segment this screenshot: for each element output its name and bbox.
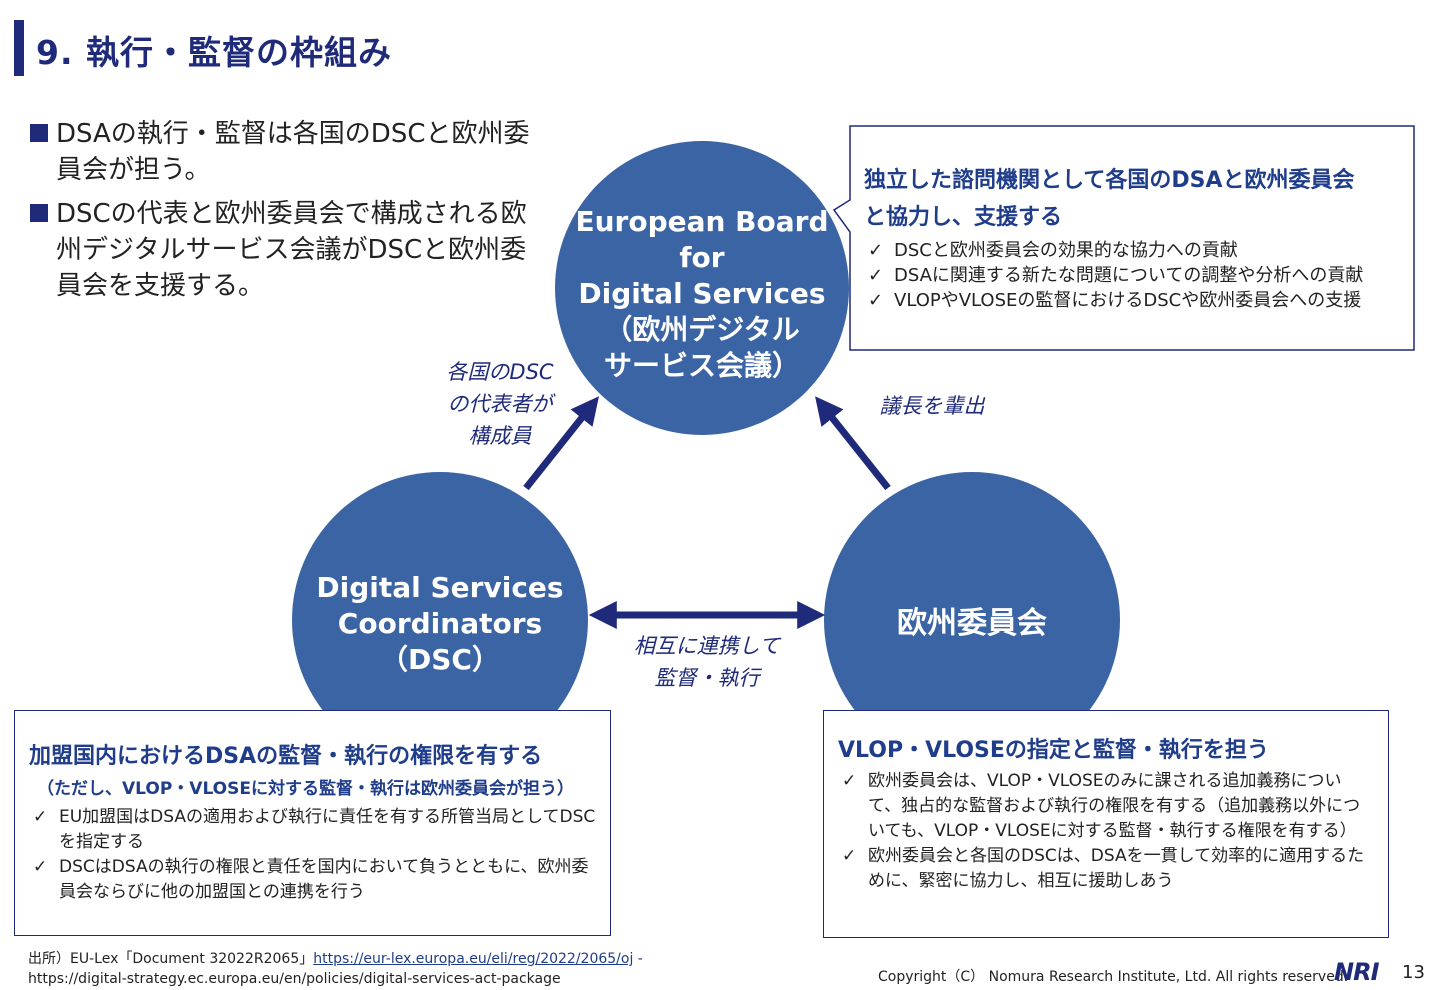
square-bullet-icon <box>30 124 48 142</box>
dsc-node-label: Digital Services Coordinators （DSC） <box>310 570 570 678</box>
list-item-text: VLOPやVLOSEの監督におけるDSCや欧州委員会への支援 <box>894 290 1362 311</box>
board-callout: 独立した諮問機関として各国のDSAと欧州委員会 と協力し、支援する ✓ DSCと欧… <box>864 162 1404 313</box>
check-icon: ✓ <box>868 265 884 286</box>
list-item: ✓ EU加盟国はDSAの適用および執行に責任を有する所管当局としてDSCを指定する <box>29 805 596 855</box>
edge-label-line: 相互に連携して <box>633 634 781 658</box>
board-node-label: European Board for Digital Services （欧州デ… <box>572 204 832 384</box>
commission-box: VLOP・VLOSEの指定と監督・執行を担う ✓ 欧州委員会は、VLOP・VLOS… <box>823 710 1389 938</box>
board-label-line: サービス会議） <box>603 349 800 382</box>
source-line-1: 出所）EU-Lex「Document 32022R2065」https://eu… <box>28 948 643 968</box>
edge-label-line: 議長を輩出 <box>879 394 985 418</box>
copyright: Copyright（C） Nomura Research Institute, … <box>878 969 1349 985</box>
list-item-text: DSCと欧州委員会の効果的な協力への貢献 <box>894 240 1238 261</box>
arrow-dsc-to-board <box>523 396 599 491</box>
edge-label-line: 監督・執行 <box>654 666 760 690</box>
list-item: ✓ DSCと欧州委員会の効果的な協力への貢献 <box>864 238 1404 263</box>
bullet-item: DSCの代表と欧州委員会で構成される欧州デジタルサービス会議がDSCと欧州委員会… <box>30 196 540 304</box>
list-item: ✓ VLOPやVLOSEの監督におけるDSCや欧州委員会への支援 <box>864 288 1404 313</box>
board-label-line: for <box>679 241 725 274</box>
list-item: ✓ 欧州委員会と各国のDSCは、DSAを一貫して効率的に適用するために、緊密に協力… <box>838 844 1374 894</box>
bullet-list: DSAの執行・監督は各国のDSCと欧州委員会が担う。 DSCの代表と欧州委員会で… <box>30 116 540 312</box>
source-prefix: 出所）EU-Lex「Document 32022R2065」 <box>28 951 314 967</box>
commission-box-title: VLOP・VLOSEの指定と監督・執行を担う <box>838 738 1269 763</box>
board-callout-title: 独立した諮問機関として各国のDSAと欧州委員会 と協力し、支援する <box>864 162 1404 236</box>
check-icon: ✓ <box>33 807 48 827</box>
edge-label-line: 各国のDSC <box>446 360 554 384</box>
board-label-line: Digital Services <box>578 277 826 310</box>
source-link[interactable]: https://eur-lex.europa.eu/eli/reg/2022/2… <box>313 951 634 967</box>
list-item-text: 欧州委員会と各国のDSCは、DSAを一貫して効率的に適用するために、緊密に協力し… <box>868 846 1365 891</box>
dsc-label-line: （DSC） <box>380 643 500 676</box>
board-callout-title-line: と協力し、支援する <box>864 205 1063 230</box>
source-line-2: https://digital-strategy.ec.europa.eu/en… <box>28 971 561 987</box>
bullet-item: DSAの執行・監督は各国のDSCと欧州委員会が担う。 <box>30 116 540 188</box>
list-item-text: DSAに関連する新たな問題についての調整や分析への貢献 <box>894 265 1364 286</box>
check-icon: ✓ <box>868 290 884 311</box>
page-title: 9. 執行・監督の枠組み <box>36 33 392 72</box>
board-label-line: European Board <box>575 205 829 238</box>
check-icon: ✓ <box>33 857 48 877</box>
list-item-text: EU加盟国はDSAの適用および執行に責任を有する所管当局としてDSCを指定する <box>59 807 596 852</box>
bullet-text: DSAの執行・監督は各国のDSCと欧州委員会が担う。 <box>56 119 530 185</box>
dsc-box: 加盟国内におけるDSAの監督・執行の権限を有する （ただし、VLOP・VLOSE… <box>14 710 611 936</box>
arrow-commission-to-board <box>815 396 891 491</box>
list-item-text: 欧州委員会は、VLOP・VLOSEのみに課される追加義務について、独占的な監督お… <box>868 771 1361 841</box>
board-label-line: （欧州デジタル <box>604 313 800 346</box>
edge-label-line: の代表者が <box>447 392 553 416</box>
title-accent-bar <box>14 20 24 76</box>
dsc-box-subtitle: （ただし、VLOP・VLOSEに対する監督・執行は欧州委員会が担う） <box>37 779 574 799</box>
square-bullet-icon <box>30 204 48 222</box>
commission-node-label: 欧州委員会 <box>842 606 1102 642</box>
board-callout-list: ✓ DSCと欧州委員会の効果的な協力への貢献 ✓ DSAに関連する新たな問題について… <box>864 238 1404 313</box>
commission-box-list: ✓ 欧州委員会は、VLOP・VLOSEのみに課される追加義務について、独占的な監督… <box>838 769 1374 894</box>
dsc-label-line: Digital Services <box>316 571 564 604</box>
dsc-circle <box>292 472 588 768</box>
dsc-label-line: Coordinators <box>337 607 543 640</box>
check-icon: ✓ <box>842 846 857 866</box>
commission-circle <box>824 472 1120 768</box>
page-number: 13 <box>1402 962 1425 983</box>
list-item: ✓ DSAに関連する新たな問題についての調整や分析への貢献 <box>864 263 1404 288</box>
check-icon: ✓ <box>868 240 884 261</box>
edge-label-commission-board: 議長を輩出 <box>852 390 1012 422</box>
list-item-text: DSCはDSAの執行の権限と責任を国内において負うとともに、欧州委員会ならびに他… <box>59 857 589 902</box>
dsc-box-list: ✓ EU加盟国はDSAの適用および執行に責任を有する所管当局としてDSCを指定する… <box>29 805 596 905</box>
list-item: ✓ DSCはDSAの執行の権限と責任を国内において負うとともに、欧州委員会ならびに… <box>29 855 596 905</box>
edge-label-dsc-board: 各国のDSC の代表者が 構成員 <box>420 356 580 452</box>
edge-label-line: 構成員 <box>468 424 532 448</box>
edge-label-dsc-commission: 相互に連携して 監督・執行 <box>612 630 802 694</box>
dsc-box-title: 加盟国内におけるDSAの監督・執行の権限を有する <box>29 744 543 769</box>
bullet-text: DSCの代表と欧州委員会で構成される欧州デジタルサービス会議がDSCと欧州委員会… <box>56 199 527 301</box>
check-icon: ✓ <box>842 771 857 791</box>
nri-logo: NRI <box>1334 958 1379 986</box>
board-circle <box>555 141 849 435</box>
list-item: ✓ 欧州委員会は、VLOP・VLOSEのみに課される追加義務について、独占的な監督… <box>838 769 1374 844</box>
commission-label-line: 欧州委員会 <box>897 606 1047 641</box>
source-link-suffix: - <box>633 951 643 967</box>
board-callout-title-line: 独立した諮問機関として各国のDSAと欧州委員会 <box>864 168 1355 193</box>
